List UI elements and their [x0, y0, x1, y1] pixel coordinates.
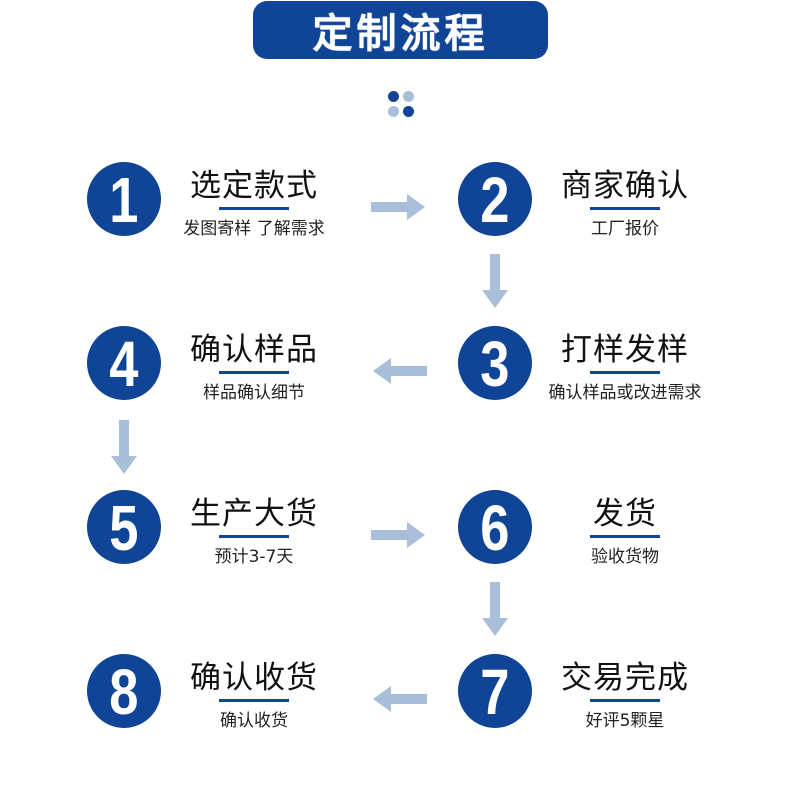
step-underline	[219, 535, 289, 538]
step-number: 1	[109, 164, 139, 236]
step-number-badge: 4	[87, 326, 161, 400]
arrow-left-icon	[373, 358, 427, 384]
step-number-badge: 6	[458, 490, 532, 564]
step-number: 6	[480, 492, 510, 564]
step-number: 5	[109, 492, 139, 564]
arrow-right-icon	[371, 194, 425, 220]
step-underline	[590, 535, 660, 538]
arrow-down-icon	[111, 420, 137, 474]
step-subtitle: 验收货物	[591, 547, 659, 567]
step-title: 商家确认	[561, 168, 689, 204]
step-subtitle: 确认收货	[220, 711, 288, 731]
step-number-badge: 7	[458, 654, 532, 728]
step-title: 交易完成	[561, 660, 689, 696]
decorative-dots-icon	[388, 91, 414, 117]
arrow-down-icon	[482, 582, 508, 636]
dot-icon	[388, 91, 399, 102]
step-number: 3	[480, 328, 510, 400]
step-subtitle: 好评5颗星	[585, 711, 665, 731]
step-number-badge: 1	[87, 162, 161, 236]
step-subtitle: 样品确认细节	[203, 383, 305, 403]
step-underline	[590, 371, 660, 374]
step-underline	[590, 699, 660, 702]
dot-icon	[403, 106, 414, 117]
step-title: 确认收货	[190, 660, 318, 696]
dot-icon	[388, 106, 399, 117]
step-number-badge: 2	[458, 162, 532, 236]
step-title: 生产大货	[190, 496, 318, 532]
step-underline	[219, 699, 289, 702]
step-underline	[219, 207, 289, 210]
step-number: 8	[109, 656, 139, 728]
step-number: 2	[480, 164, 510, 236]
step-title: 打样发样	[561, 332, 689, 368]
dot-icon	[403, 91, 414, 102]
step-subtitle: 发图寄样 了解需求	[183, 219, 325, 239]
arrow-down-icon	[482, 254, 508, 308]
page-title: 定制流程	[312, 11, 489, 57]
step-underline	[219, 371, 289, 374]
step-number-badge: 3	[458, 326, 532, 400]
arrow-right-icon	[371, 522, 425, 548]
step-subtitle: 预计3-7天	[214, 547, 294, 567]
step-number: 7	[480, 656, 510, 728]
step-subtitle: 确认样品或改进需求	[548, 383, 702, 403]
step-subtitle: 工厂报价	[591, 219, 659, 239]
step-title: 发货	[593, 496, 657, 532]
step-number: 4	[109, 328, 139, 400]
step-underline	[590, 207, 660, 210]
step-title: 确认样品	[190, 332, 318, 368]
page-title-banner: 定制流程	[253, 1, 548, 59]
step-title: 选定款式	[190, 168, 318, 204]
step-number-badge: 8	[87, 654, 161, 728]
step-number-badge: 5	[87, 490, 161, 564]
arrow-left-icon	[373, 686, 427, 712]
